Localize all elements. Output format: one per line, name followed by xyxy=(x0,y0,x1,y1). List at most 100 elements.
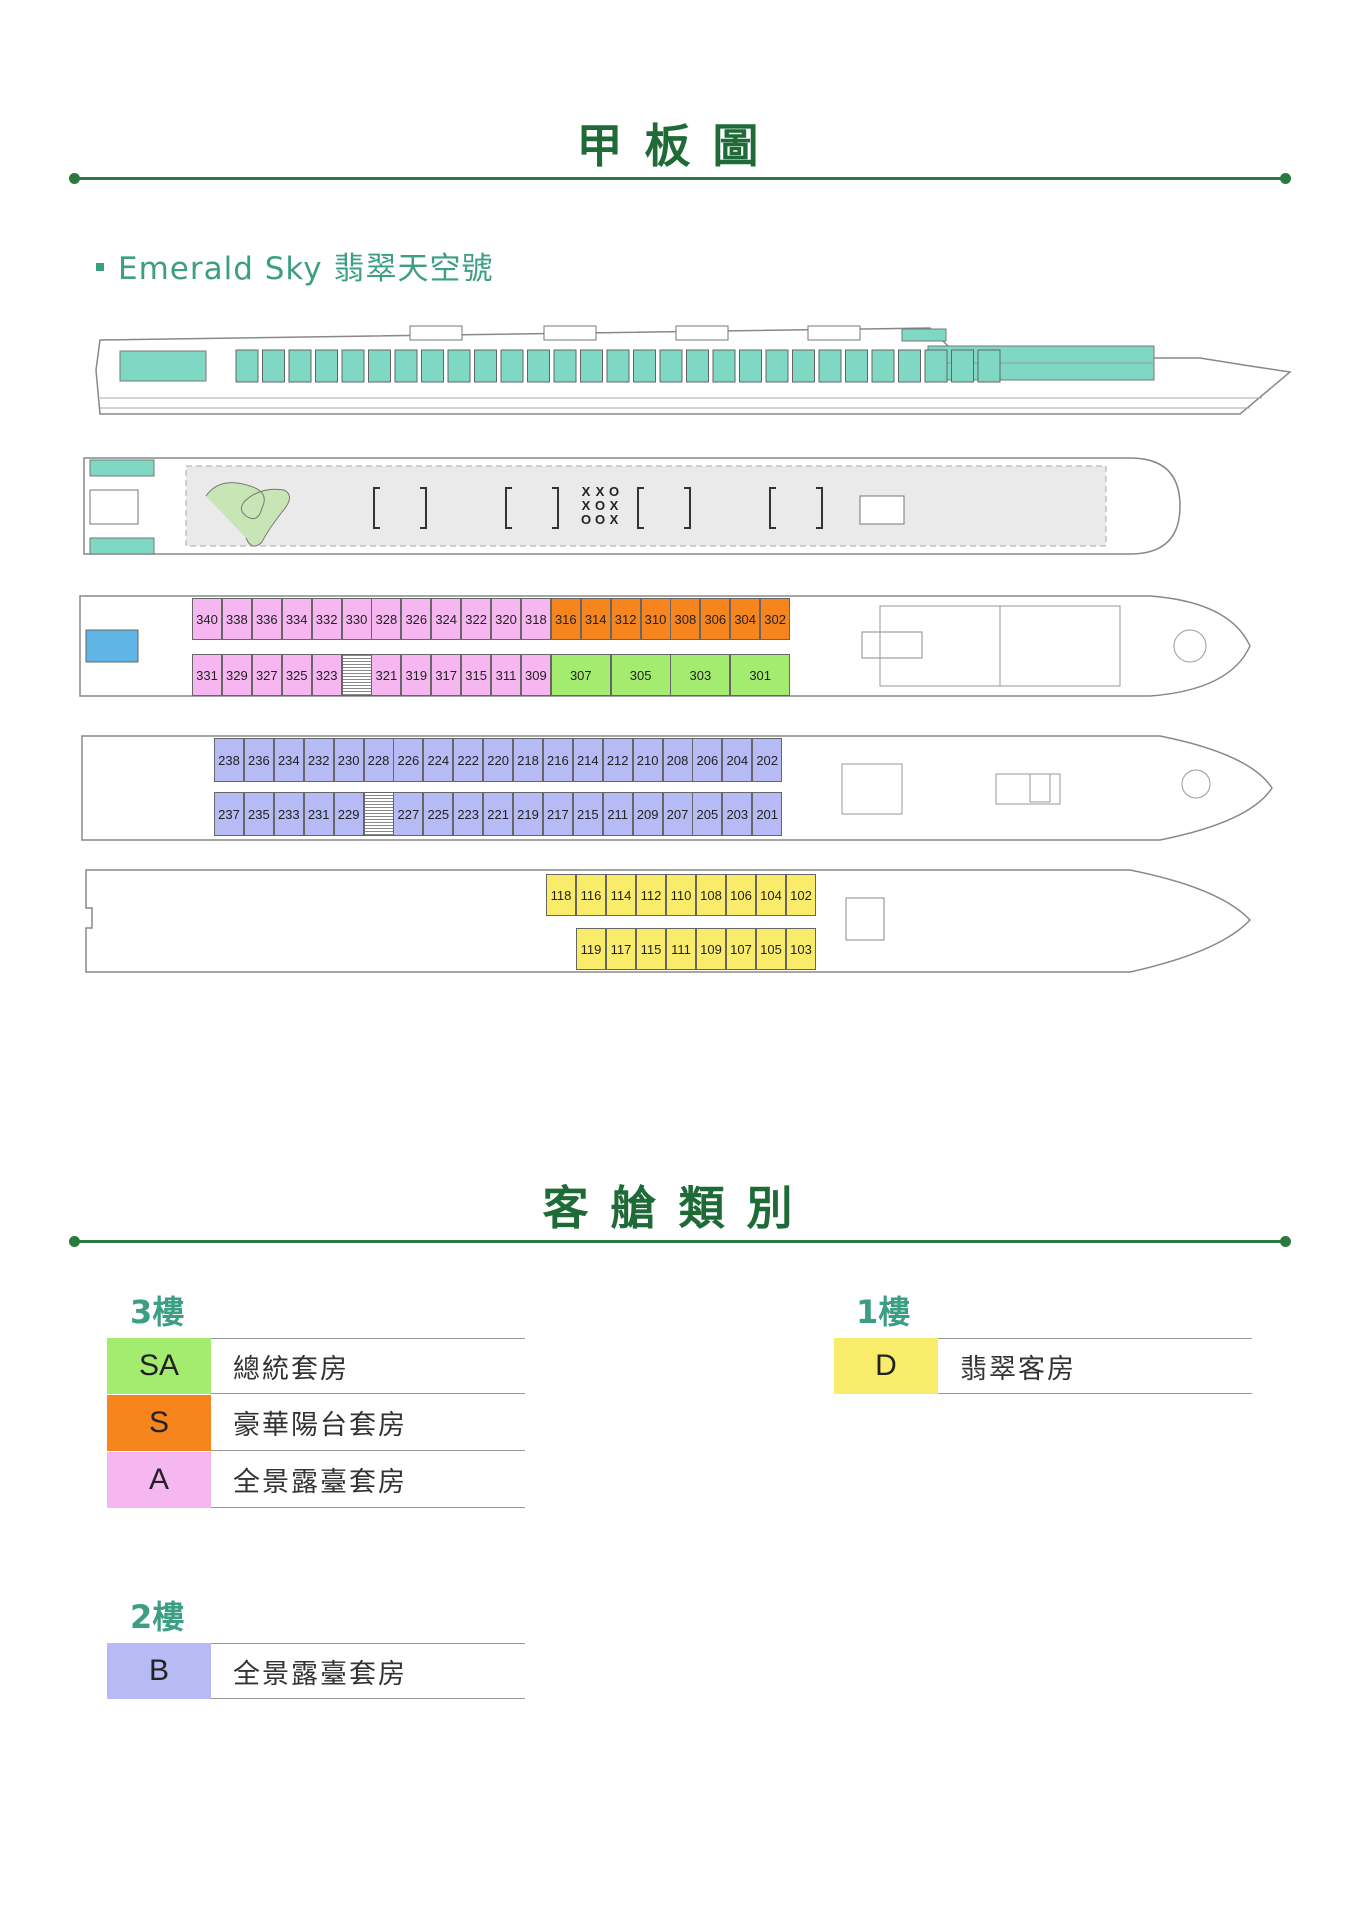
cabin-203[interactable]: 203 xyxy=(722,792,753,836)
cabin-327[interactable]: 327 xyxy=(251,654,282,696)
game-board-mark: O xyxy=(609,484,619,499)
cabin-102[interactable]: 102 xyxy=(786,874,816,916)
cabin-320[interactable]: 320 xyxy=(491,598,521,640)
cabin-222[interactable]: 222 xyxy=(453,738,484,782)
cabin-117[interactable]: 117 xyxy=(606,928,636,970)
cabin-325[interactable]: 325 xyxy=(281,654,312,696)
side-window xyxy=(315,349,338,383)
cabin-110[interactable]: 110 xyxy=(666,874,696,916)
cabin-106[interactable]: 106 xyxy=(726,874,756,916)
cabin-224[interactable]: 224 xyxy=(423,738,454,782)
cabin-238[interactable]: 238 xyxy=(214,738,244,782)
cabin-109[interactable]: 109 xyxy=(696,928,726,970)
cabin-201[interactable]: 201 xyxy=(752,792,783,836)
cabin-207[interactable]: 207 xyxy=(662,792,693,836)
cabin-334[interactable]: 334 xyxy=(281,598,312,640)
side-window xyxy=(394,349,418,383)
cabin-338[interactable]: 338 xyxy=(221,598,252,640)
cabin-227[interactable]: 227 xyxy=(393,792,424,836)
cabin-220[interactable]: 220 xyxy=(483,738,514,782)
legend-title: 客艙類別 xyxy=(542,1181,815,1235)
side-window xyxy=(659,349,683,383)
cabin-115[interactable]: 115 xyxy=(636,928,666,970)
cabin-319[interactable]: 319 xyxy=(401,654,432,696)
side-window xyxy=(977,349,1001,383)
cabin-202[interactable]: 202 xyxy=(752,738,783,782)
cabin-302[interactable]: 302 xyxy=(760,598,791,640)
cabin-316[interactable]: 316 xyxy=(550,598,581,640)
cabin-114[interactable]: 114 xyxy=(606,874,636,916)
cabin-111[interactable]: 111 xyxy=(666,928,696,970)
cabin-105[interactable]: 105 xyxy=(756,928,786,970)
cabin-301[interactable]: 301 xyxy=(730,654,791,696)
cabin-307[interactable]: 307 xyxy=(550,654,611,696)
cabin-311[interactable]: 311 xyxy=(491,654,521,696)
cabin-221[interactable]: 221 xyxy=(483,792,514,836)
cabin-321[interactable]: 321 xyxy=(371,654,402,696)
cabin-232[interactable]: 232 xyxy=(303,738,334,782)
cabin-231[interactable]: 231 xyxy=(303,792,334,836)
side-window xyxy=(686,349,709,383)
cabin-211[interactable]: 211 xyxy=(602,792,633,836)
cabin-119[interactable]: 119 xyxy=(576,928,606,970)
cabin-104[interactable]: 104 xyxy=(756,874,786,916)
cabin-336[interactable]: 336 xyxy=(251,598,282,640)
cabin-212[interactable]: 212 xyxy=(602,738,633,782)
cabin-108[interactable]: 108 xyxy=(696,874,726,916)
cabin-116[interactable]: 116 xyxy=(576,874,606,916)
cabin-236[interactable]: 236 xyxy=(243,738,274,782)
cabin-315[interactable]: 315 xyxy=(461,654,492,696)
cabin-314[interactable]: 314 xyxy=(580,598,611,640)
cabin-322[interactable]: 322 xyxy=(461,598,492,640)
cabin-304[interactable]: 304 xyxy=(730,598,761,640)
cabin-216[interactable]: 216 xyxy=(542,738,573,782)
cabin-332[interactable]: 332 xyxy=(311,598,342,640)
cabin-308[interactable]: 308 xyxy=(670,598,701,640)
cabin-229[interactable]: 229 xyxy=(333,792,364,836)
cabin-218[interactable]: 218 xyxy=(513,738,543,782)
cabin-331[interactable]: 331 xyxy=(192,654,222,696)
cabin-210[interactable]: 210 xyxy=(632,738,663,782)
cabin-225[interactable]: 225 xyxy=(423,792,454,836)
cabin-208[interactable]: 208 xyxy=(662,738,693,782)
cabin-223[interactable]: 223 xyxy=(453,792,484,836)
cabin-303[interactable]: 303 xyxy=(670,654,731,696)
cabin-330[interactable]: 330 xyxy=(341,598,372,640)
page-title: 甲板圖 xyxy=(576,119,781,173)
cabin-237[interactable]: 237 xyxy=(214,792,244,836)
cabin-112[interactable]: 112 xyxy=(636,874,666,916)
cabin-205[interactable]: 205 xyxy=(692,792,723,836)
cabin-234[interactable]: 234 xyxy=(273,738,304,782)
cabin-215[interactable]: 215 xyxy=(572,792,603,836)
cabin-226[interactable]: 226 xyxy=(393,738,424,782)
cabin-329[interactable]: 329 xyxy=(221,654,252,696)
cabin-317[interactable]: 317 xyxy=(431,654,462,696)
cabin-235[interactable]: 235 xyxy=(243,792,274,836)
cabin-209[interactable]: 209 xyxy=(632,792,663,836)
cabin-233[interactable]: 233 xyxy=(273,792,304,836)
cabin-305[interactable]: 305 xyxy=(610,654,671,696)
deck-1-layout xyxy=(85,869,1252,973)
cabin-219[interactable]: 219 xyxy=(513,792,543,836)
cabin-328[interactable]: 328 xyxy=(371,598,402,640)
cabin-230[interactable]: 230 xyxy=(333,738,364,782)
cabin-309[interactable]: 309 xyxy=(520,654,551,696)
cabin-204[interactable]: 204 xyxy=(722,738,753,782)
cabin-323[interactable]: 323 xyxy=(311,654,342,696)
side-window xyxy=(421,349,444,383)
cabin-324[interactable]: 324 xyxy=(431,598,462,640)
cabin-312[interactable]: 312 xyxy=(610,598,641,640)
cabin-107[interactable]: 107 xyxy=(726,928,756,970)
cabin-217[interactable]: 217 xyxy=(542,792,573,836)
cabin-118[interactable]: 118 xyxy=(546,874,576,916)
cabin-214[interactable]: 214 xyxy=(572,738,603,782)
cabin-326[interactable]: 326 xyxy=(401,598,432,640)
cabin-306[interactable]: 306 xyxy=(700,598,731,640)
cabin-310[interactable]: 310 xyxy=(640,598,671,640)
cabin-340[interactable]: 340 xyxy=(192,598,222,640)
cabin-228[interactable]: 228 xyxy=(363,738,394,782)
cabin-103[interactable]: 103 xyxy=(786,928,816,970)
cabin-206[interactable]: 206 xyxy=(692,738,723,782)
cabin-318[interactable]: 318 xyxy=(520,598,551,640)
